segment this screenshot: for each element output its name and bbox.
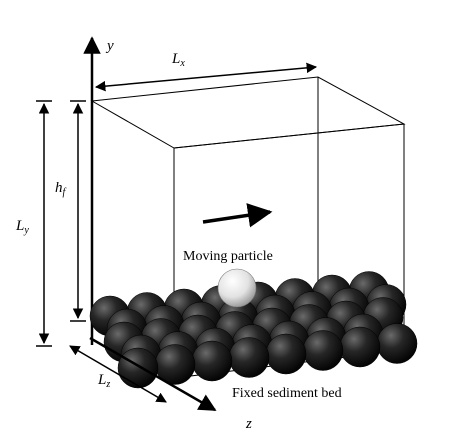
sediment-sphere: [191, 340, 233, 382]
ly-label: Ly: [15, 218, 29, 236]
sediment-sphere: [117, 347, 159, 389]
sediment-sphere: [339, 326, 381, 368]
lx-dimension-arrow: [94, 62, 318, 92]
sediment-bed-label: Fixed sediment bed: [232, 386, 342, 401]
z-axis-label: z: [245, 416, 252, 432]
sediment-sphere: [302, 330, 344, 371]
sediment-sphere: [228, 337, 270, 378]
arrow-right-icon: [202, 203, 273, 228]
hf-label: hf: [55, 180, 67, 198]
sediment-sphere: [265, 333, 307, 375]
box-back-face: [90, 76, 406, 149]
sediment-sphere: [376, 323, 418, 364]
lx-label: Lx: [171, 51, 185, 69]
y-axis-label: y: [105, 38, 114, 54]
lz-label: Lz: [97, 372, 110, 390]
moving-particle-label: Moving particle: [183, 249, 273, 264]
fixed-sediment-bed: [89, 271, 418, 389]
lz-dimension-arrow: [69, 345, 167, 403]
moving-particle: [217, 268, 257, 308]
